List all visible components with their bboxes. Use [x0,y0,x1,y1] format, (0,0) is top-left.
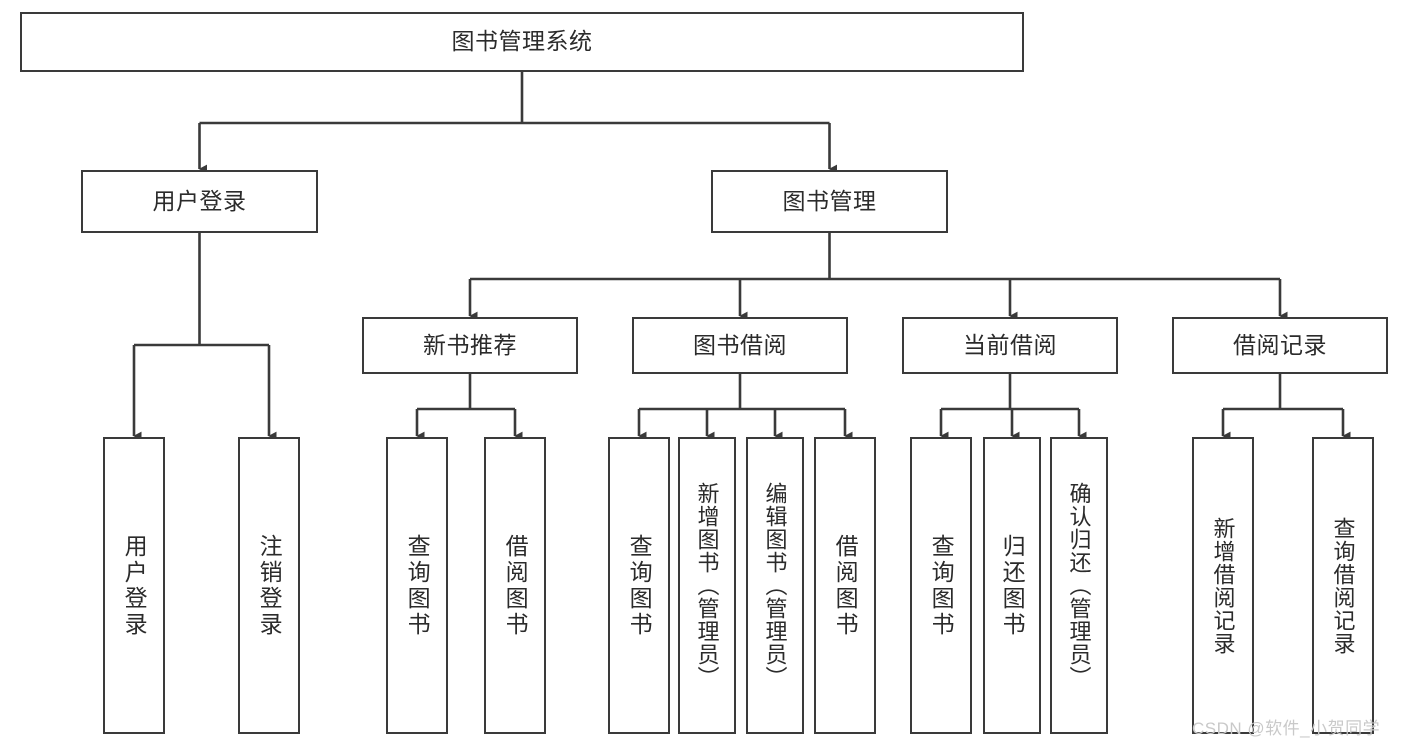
node-leaf_bb_edit[interactable]: 编辑图书（管理员） [746,437,804,734]
node-leaf_rec_query[interactable]: 查询图书 [386,437,448,734]
node-label-user_login: 用户登录 [152,187,247,214]
node-label-leaf_cb_return: 归还图书 [999,533,1026,638]
node-label-new_book_rec: 新书推荐 [423,331,517,358]
node-new_book_rec[interactable]: 新书推荐 [362,317,578,374]
node-label-leaf_bb_edit: 编辑图书（管理员） [762,482,788,689]
node-label-leaf_bb_query: 查询图书 [626,533,653,638]
node-leaf_bl_query[interactable]: 查询借阅记录 [1312,437,1374,734]
node-leaf_cb_return[interactable]: 归还图书 [983,437,1041,734]
node-label-book_borrow: 图书借阅 [693,331,787,358]
node-leaf_bb_borrow[interactable]: 借阅图书 [814,437,876,734]
node-label-leaf_bb_borrow: 借阅图书 [832,533,859,638]
node-label-borrow_log: 借阅记录 [1233,331,1327,358]
node-leaf_cb_query[interactable]: 查询图书 [910,437,972,734]
node-leaf_user_login[interactable]: 用户登录 [103,437,165,734]
node-leaf_user_logout[interactable]: 注销登录 [238,437,300,734]
node-root[interactable]: 图书管理系统 [20,12,1024,72]
node-book_borrow[interactable]: 图书借阅 [632,317,848,374]
csdn-watermark: CSDN @软件_小贺同学 [1192,719,1381,738]
node-label-root: 图书管理系统 [451,28,593,55]
node-borrow_log[interactable]: 借阅记录 [1172,317,1388,374]
node-book_mgmt[interactable]: 图书管理 [711,170,948,233]
node-leaf_rec_borrow[interactable]: 借阅图书 [484,437,546,734]
node-user_login[interactable]: 用户登录 [81,170,318,233]
node-label-leaf_user_login: 用户登录 [121,533,148,638]
node-leaf_bb_add[interactable]: 新增图书（管理员） [678,437,736,734]
node-label-leaf_rec_query: 查询图书 [404,533,431,638]
node-cur_borrow[interactable]: 当前借阅 [902,317,1118,374]
node-label-leaf_user_logout: 注销登录 [256,533,283,638]
node-label-leaf_rec_borrow: 借阅图书 [502,533,529,638]
node-leaf_cb_confirm[interactable]: 确认归还（管理员） [1050,437,1108,734]
node-leaf_bl_add[interactable]: 新增借阅记录 [1192,437,1254,734]
node-label-cur_borrow: 当前借阅 [963,331,1057,358]
node-label-leaf_cb_query: 查询图书 [928,533,955,638]
node-label-leaf_bb_add: 新增图书（管理员） [694,482,720,689]
node-label-leaf_cb_confirm: 确认归还（管理员） [1066,482,1092,689]
node-label-book_mgmt: 图书管理 [782,187,877,214]
node-leaf_bb_query[interactable]: 查询图书 [608,437,670,734]
node-label-leaf_bl_query: 查询借阅记录 [1330,516,1356,655]
node-label-leaf_bl_add: 新增借阅记录 [1210,516,1236,655]
